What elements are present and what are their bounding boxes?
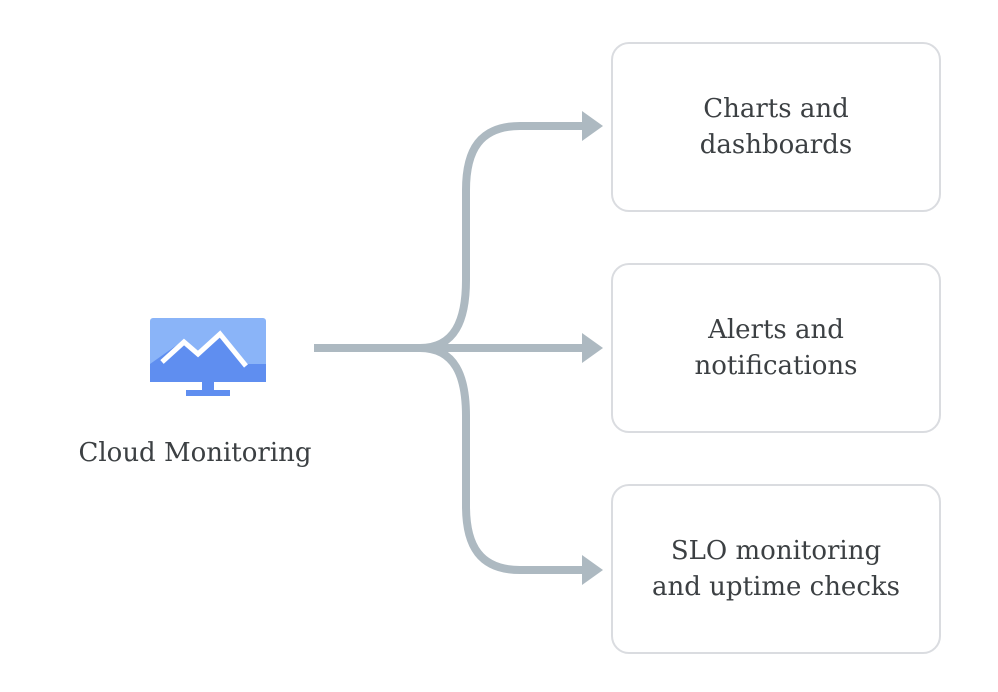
- monitor-chart-icon: [150, 318, 266, 396]
- arrowhead-alerts: [582, 333, 603, 363]
- target-label-slo: SLO monitoring and uptime checks: [652, 536, 900, 602]
- target-box-charts: Charts and dashboards: [611, 42, 941, 212]
- arrowhead-charts: [582, 111, 603, 141]
- connector-branch-charts: [419, 122, 582, 352]
- target-box-slo: SLO monitoring and uptime checks: [611, 484, 941, 654]
- target-label-alerts: Alerts and notifications: [694, 315, 858, 381]
- target-label-charts: Charts and dashboards: [699, 94, 853, 160]
- source-label: Cloud Monitoring: [78, 438, 312, 468]
- connector-branch-slo: [419, 344, 582, 574]
- arrowhead-slo: [582, 555, 603, 585]
- target-box-alerts: Alerts and notifications: [611, 263, 941, 433]
